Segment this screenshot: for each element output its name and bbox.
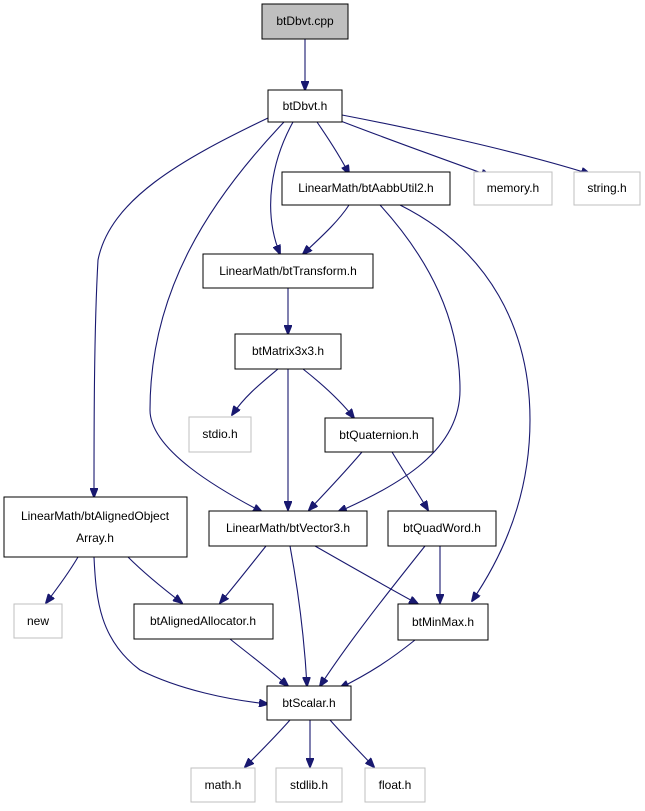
edge-btscalar-to-math <box>245 719 291 767</box>
edge-btdbvt-h-to-bttransform <box>270 121 294 254</box>
node-label-float: float.h <box>379 778 412 792</box>
edge-btquaternion-to-btquadword <box>391 451 428 510</box>
edge-btdbvt-h-to-btaabbutil2 <box>316 121 349 174</box>
node-label-btminmax: btMinMax.h <box>412 615 474 629</box>
node-label-math: math.h <box>205 778 242 792</box>
node-label-new: new <box>27 614 49 628</box>
node-label-btdbvt-cpp: btDbvt.cpp <box>276 14 334 28</box>
node-btscalar[interactable]: btScalar.h <box>266 685 352 721</box>
node-btquaternion[interactable]: btQuaternion.h <box>324 417 434 453</box>
node-btalignedallocator[interactable]: btAlignedAllocator.h <box>133 603 274 640</box>
node-label-btalignedallocator: btAlignedAllocator.h <box>150 614 256 628</box>
node-math[interactable]: math.h <box>190 767 256 803</box>
node-label-btscalar: btScalar.h <box>282 696 335 710</box>
node-label-btvector3: LinearMath/btVector3.h <box>226 521 350 535</box>
node-stdlib[interactable]: stdlib.h <box>275 767 343 803</box>
edge-btquadword-to-btscalar <box>320 545 426 686</box>
edge-btmatrix3x3-to-stdio <box>232 368 279 415</box>
edge-btaabbutil2-to-btminmax <box>399 204 531 601</box>
node-memory[interactable]: memory.h <box>473 171 553 206</box>
edge-btdbvt-h-to-string <box>341 114 590 174</box>
edge-btquaternion-to-btvector3 <box>309 451 363 510</box>
node-btalignedobjectarray[interactable]: LinearMath/btAlignedObject Array.h <box>3 496 188 558</box>
node-stdio[interactable]: stdio.h <box>188 416 252 453</box>
node-label-btaabbutil2: LinearMath/btAabbUtil2.h <box>298 181 433 195</box>
edge-btscalar-to-float <box>329 719 374 767</box>
node-label-btquaternion: btQuaternion.h <box>339 428 418 442</box>
edges <box>46 39 590 767</box>
node-btmatrix3x3[interactable]: btMatrix3x3.h <box>234 333 342 370</box>
edge-btvector3-to-btalignedallocator <box>220 545 267 603</box>
edge-btaabbutil2-to-btvector3 <box>338 204 461 512</box>
edge-btalignedobjectarray-to-btalignedallocator <box>127 556 182 603</box>
edge-btvector3-to-btminmax <box>314 545 418 604</box>
node-btdbvt-cpp[interactable]: btDbvt.cpp <box>261 3 349 40</box>
node-label-btmatrix3x3: btMatrix3x3.h <box>252 344 324 358</box>
node-label-btquadword: btQuadWord.h <box>403 521 481 535</box>
node-btminmax[interactable]: btMinMax.h <box>397 603 489 641</box>
node-btquadword[interactable]: btQuadWord.h <box>387 510 497 547</box>
nodes: btDbvt.cpp btDbvt.h LinearMath/btAabbUti… <box>3 3 641 803</box>
node-float[interactable]: float.h <box>364 767 426 803</box>
edge-btmatrix3x3-to-btquaternion <box>302 368 354 418</box>
edge-btdbvt-h-to-memory <box>337 119 490 176</box>
edge-btalignedallocator-to-btscalar <box>229 638 288 686</box>
node-btaabbutil2[interactable]: LinearMath/btAabbUtil2.h <box>281 171 451 206</box>
edge-btvector3-to-btscalar <box>289 545 307 686</box>
node-label-bttransform: LinearMath/btTransform.h <box>219 264 357 278</box>
node-label-stdlib: stdlib.h <box>290 778 328 792</box>
node-label-btalignedobjectarray-line1: LinearMath/btAlignedObject <box>21 509 170 523</box>
node-string[interactable]: string.h <box>573 171 641 206</box>
edge-btminmax-to-btscalar <box>340 639 416 688</box>
node-bttransform[interactable]: LinearMath/btTransform.h <box>202 253 374 289</box>
node-label-btdbvt-h: btDbvt.h <box>283 99 328 113</box>
node-label-btalignedobjectarray-line2: Array.h <box>76 531 114 545</box>
node-btdbvt-h[interactable]: btDbvt.h <box>267 89 343 123</box>
edge-btdbvt-h-to-btvector3 <box>149 121 285 512</box>
node-new[interactable]: new <box>13 603 63 639</box>
edge-btaabbutil2-to-bttransform <box>303 204 350 254</box>
node-btvector3[interactable]: LinearMath/btVector3.h <box>208 510 368 547</box>
edge-btalignedobjectarray-to-btscalar <box>93 556 268 704</box>
node-label-string: string.h <box>587 181 626 195</box>
edge-btalignedobjectarray-to-new <box>46 556 79 603</box>
node-label-memory: memory.h <box>487 181 539 195</box>
node-label-stdio: stdio.h <box>202 427 237 441</box>
edge-btdbvt-h-to-btalignedobjectarray <box>94 117 269 497</box>
